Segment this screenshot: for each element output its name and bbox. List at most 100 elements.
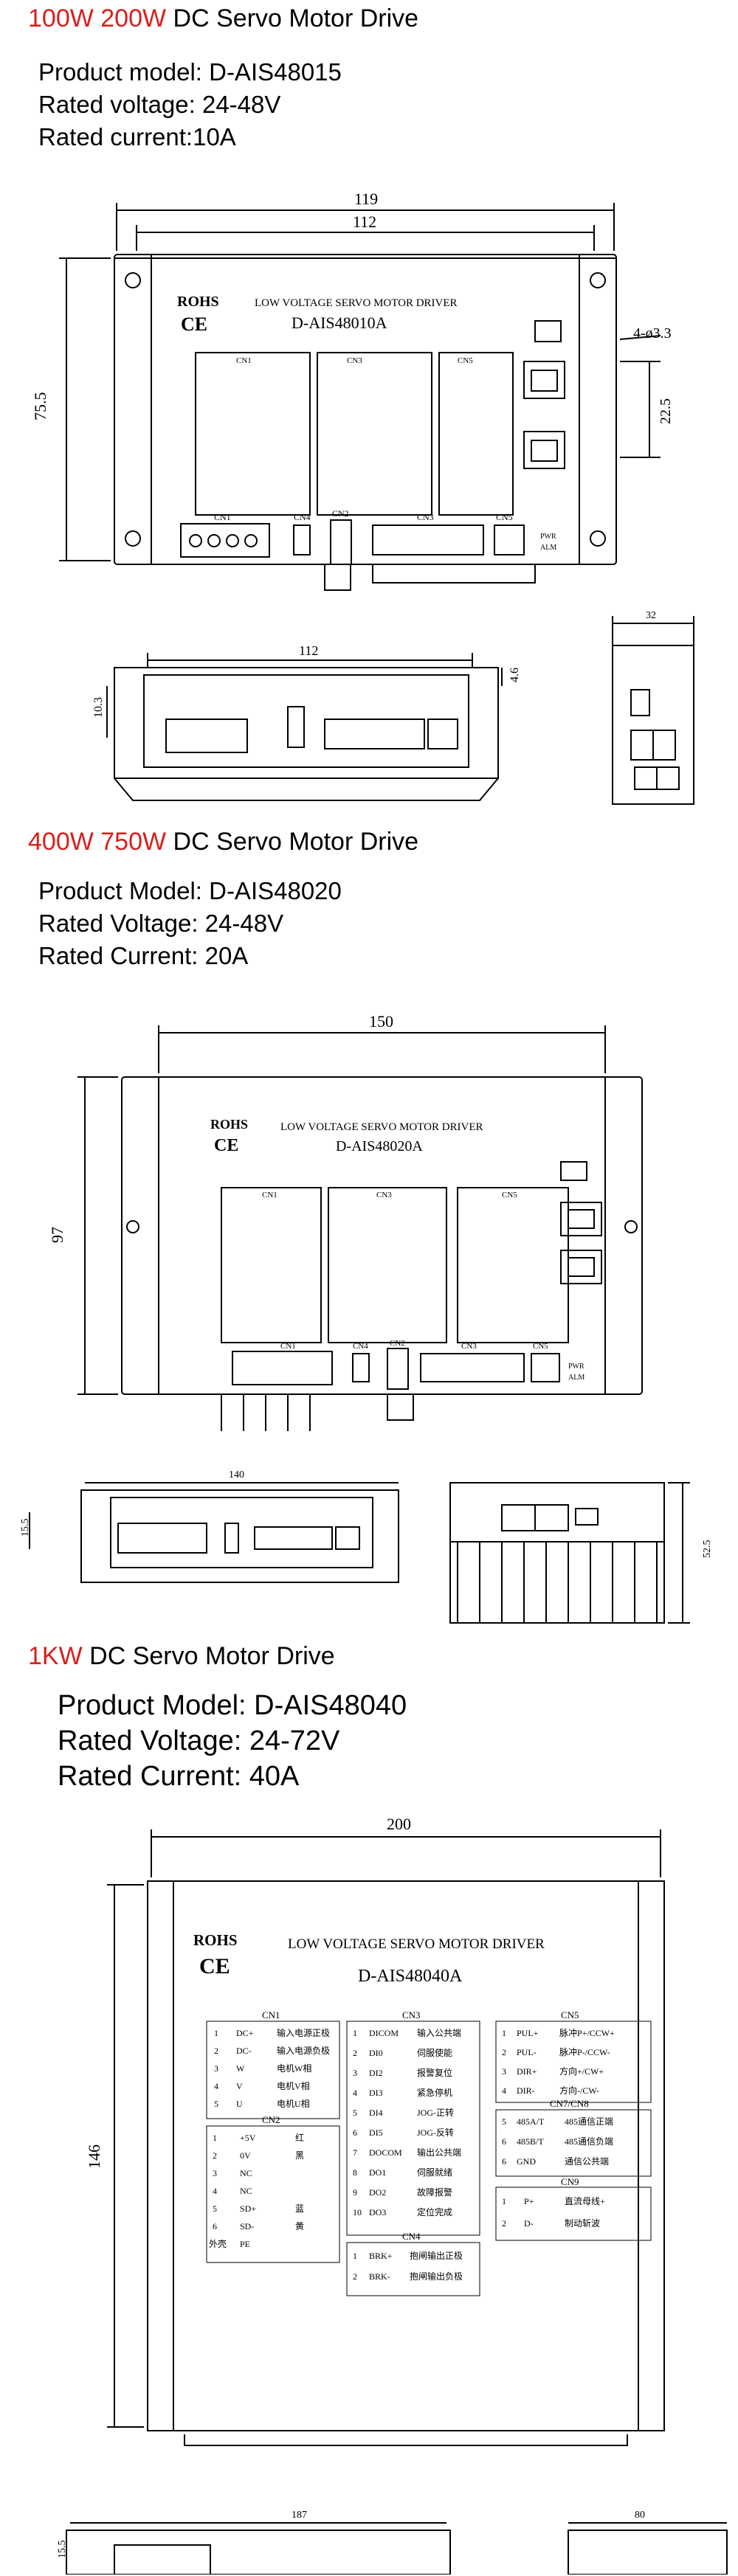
cn1-port-label: CN1 [214, 512, 231, 522]
cn2-pin: 6 [213, 2221, 217, 2232]
cn1-pin: 2 [214, 2046, 218, 2056]
cn2-color: 黑 [295, 2150, 304, 2161]
drawing-48010: 119 112 75.5 4-ø3.3 22.5 ROHS CE LOW VOL… [31, 190, 694, 805]
cn3-signal: DI3 [369, 2088, 383, 2098]
dim-end-width: 52.5 [702, 1540, 713, 1559]
cn1-desc: 输入电源负极 [277, 2045, 330, 2056]
cn2-pin: 外壳 [209, 2239, 227, 2249]
dim-end-width: 80 [635, 2510, 645, 2521]
cn3-signal: DICOM [369, 2028, 399, 2038]
cn2-signal: PE [240, 2239, 250, 2249]
cn1-desc: 输入电源正极 [277, 2027, 330, 2038]
ce-mark: CE [199, 1954, 230, 1978]
title-text: DC Servo Motor Drive [173, 828, 419, 856]
dim-end-width: 32 [646, 610, 656, 621]
cn9-pin: 1 [502, 2196, 506, 2206]
dim-side-height: 10.3 [92, 697, 105, 718]
cn5-signal: PUL+ [517, 2028, 539, 2038]
cn9-signal: D- [524, 2218, 534, 2229]
driver-model: D-AIS48040A [358, 1967, 463, 1986]
cn3-port-label: CN3 [417, 512, 434, 522]
cn4-desc: 抱闸输出正极 [410, 2250, 463, 2261]
dim-holes: 4-ø3.3 [633, 325, 672, 342]
cn3-desc: 伺服使能 [417, 2047, 452, 2058]
cn3-desc: 输出公共端 [417, 2147, 461, 2158]
cn1-port-label: CN1 [280, 1342, 296, 1351]
driver-header: LOW VOLTAGE SERVO MOTOR DRIVER [288, 1936, 545, 1952]
cn3-desc: JOG-正转 [417, 2107, 454, 2118]
cn1-label: CN1 [262, 1191, 277, 1199]
cn2-signal: SD- [240, 2221, 254, 2232]
cn5-pin: 3 [502, 2066, 506, 2077]
cn1-desc: 电机W相 [277, 2063, 311, 2074]
cn3-pin: 7 [353, 2147, 357, 2158]
spec-voltage: Rated Voltage: 24-48V [38, 910, 284, 937]
cn3-signal: DI0 [369, 2048, 383, 2058]
section2-specs: Product Model: D-AIS48020 Rated Voltage:… [38, 875, 342, 972]
section3-specs: Product Model: D-AIS48040 Rated Voltage:… [58, 1688, 407, 1794]
cn3-port-label: CN3 [461, 1342, 477, 1351]
spec-voltage: Rated voltage: 24-48V [38, 91, 281, 118]
cn3-pin: 3 [353, 2068, 357, 2078]
cn3-desc: 紧急停机 [417, 2087, 452, 2098]
cn1-label: CN1 [236, 356, 252, 365]
cn2-title: CN2 [262, 2114, 280, 2125]
led-pwr: PWR [568, 1363, 584, 1371]
cn1-title: CN1 [262, 2009, 280, 2021]
cn2-signal: NC [240, 2168, 252, 2178]
cn3-signal: DI2 [369, 2068, 383, 2078]
cn4-title: CN4 [402, 2231, 421, 2242]
cn1-signal: U [236, 2099, 243, 2109]
cn5-desc: 脉冲P-/CCW- [559, 2046, 610, 2057]
cn5-desc: 方向-/CW- [559, 2085, 599, 2096]
cn2-signal: 0V [240, 2150, 251, 2161]
cn5-label: CN5 [458, 356, 473, 365]
cn1-signal: DC- [236, 2046, 252, 2056]
cn5-signal: PUL- [517, 2047, 537, 2057]
cn3-desc: 定位完成 [417, 2206, 452, 2217]
drawing-48020: 150 97 ROHS CE LOW VOLTAGE SERVO MOTOR D… [20, 1012, 713, 1624]
title-text: DC Servo Motor Drive [89, 1642, 335, 1670]
cn78-title: CN7/CN8 [550, 2098, 589, 2109]
cn1-desc: 电机U相 [277, 2099, 310, 2109]
cn9-desc: 制动斩波 [565, 2218, 600, 2229]
cn3-desc: 报警复位 [417, 2067, 452, 2078]
dim-height: 146 [85, 2144, 103, 2169]
cn2-color: 红 [295, 2132, 304, 2143]
cn78-pin: 6 [502, 2156, 506, 2167]
cn2-port-label: CN2 [332, 508, 349, 519]
section1-title: 100W 200W DC Servo Motor Drive [28, 4, 418, 33]
cn5-signal: DIR- [517, 2085, 535, 2096]
cn78-signal: GND [517, 2156, 536, 2167]
cn3-pin: 10 [353, 2207, 362, 2217]
cn2-color: 黄 [295, 2221, 304, 2232]
cn78-signal: 485B/T [517, 2136, 544, 2147]
cn2-pin: 5 [213, 2203, 217, 2214]
led-alm: ALM [568, 1374, 584, 1382]
cn5-label: CN5 [502, 1191, 517, 1199]
led-pwr: PWR [540, 533, 556, 541]
cn3-label: CN3 [347, 356, 362, 365]
cn5-desc: 脉冲P+/CCW+ [559, 2027, 615, 2038]
dim-rj: 22.5 [658, 398, 674, 424]
cn5-port-label: CN5 [496, 512, 513, 522]
cn5-pin: 4 [502, 2085, 506, 2096]
brand-rohs: ROHS [210, 1117, 248, 1132]
cn1-signal: W [236, 2063, 245, 2074]
cn5-signal: DIR+ [517, 2066, 537, 2077]
cn1-desc: 电机V相 [277, 2081, 310, 2091]
dim-side-height: 15.5 [57, 2541, 68, 2559]
cn2-color: 蓝 [295, 2203, 304, 2214]
brand-rohs: ROHS [193, 1931, 238, 1949]
cn1-pin: 3 [214, 2063, 218, 2074]
cn2-port-label: CN2 [390, 1339, 405, 1348]
cn2-signal: NC [240, 2186, 252, 2196]
section2-title: 400W 750W DC Servo Motor Drive [28, 828, 418, 856]
cn3-desc: 故障报警 [417, 2187, 452, 2198]
drawing-48040: 200 146 ROHS CE LOW VOLTAGE SERVO MOTOR … [57, 1815, 728, 2575]
cn3-pin: 8 [353, 2167, 357, 2178]
cn2-pin: 2 [213, 2150, 217, 2161]
cn78-signal: 485A/T [517, 2116, 545, 2127]
